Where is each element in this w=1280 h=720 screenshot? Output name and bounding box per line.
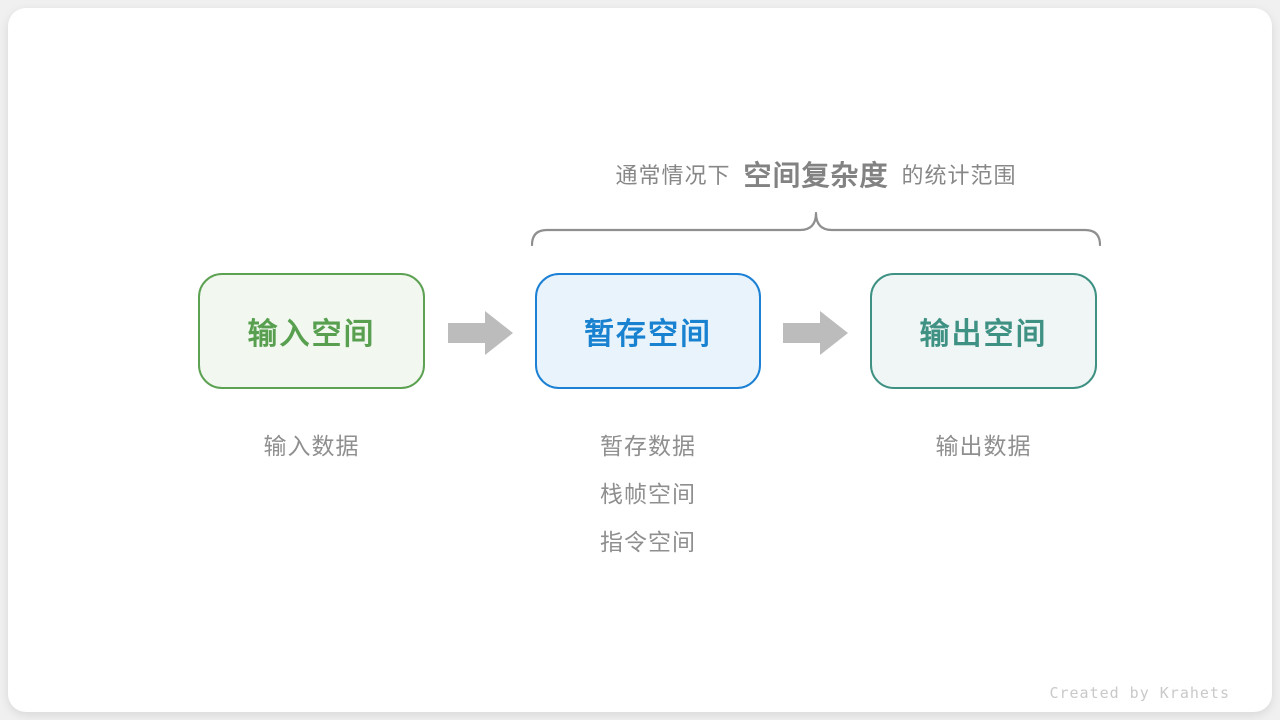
overbrace-icon xyxy=(531,211,1101,247)
annotation-highlight: 空间复杂度 xyxy=(743,160,889,191)
caption-line: 输出数据 xyxy=(935,433,1032,459)
caption-line: 暂存数据 xyxy=(600,433,696,459)
arrow-right-icon xyxy=(783,311,848,355)
box-output-space: 输出空间 xyxy=(870,273,1097,389)
caption-line: 指令空间 xyxy=(600,529,696,555)
box-temp-space: 暂存空间 xyxy=(535,273,761,389)
box-temp-space-label: 暂存空间 xyxy=(584,318,712,351)
caption-input-data: 输入数据 xyxy=(198,422,425,470)
caption-output-data: 输出数据 xyxy=(870,422,1097,470)
box-output-space-label: 输出空间 xyxy=(919,318,1048,351)
scope-annotation: 通常情况下 空间复杂度 的统计范围 xyxy=(532,154,1100,194)
credit-text: Created by Krahets xyxy=(1049,684,1230,702)
caption-temp-data: 暂存数据 栈帧空间 指令空间 xyxy=(535,422,761,566)
caption-line: 栈帧空间 xyxy=(600,481,696,507)
caption-line: 输入数据 xyxy=(263,433,360,459)
box-input-space-label: 输入空间 xyxy=(247,318,376,351)
arrow-right-icon xyxy=(448,311,513,355)
box-input-space: 输入空间 xyxy=(198,273,425,389)
annotation-suffix: 的统计范围 xyxy=(901,163,1017,188)
diagram-card: 通常情况下 空间复杂度 的统计范围 输入空间 暂存空间 输出空间 输入数据 暂存… xyxy=(8,8,1272,712)
annotation-prefix: 通常情况下 xyxy=(615,163,731,188)
